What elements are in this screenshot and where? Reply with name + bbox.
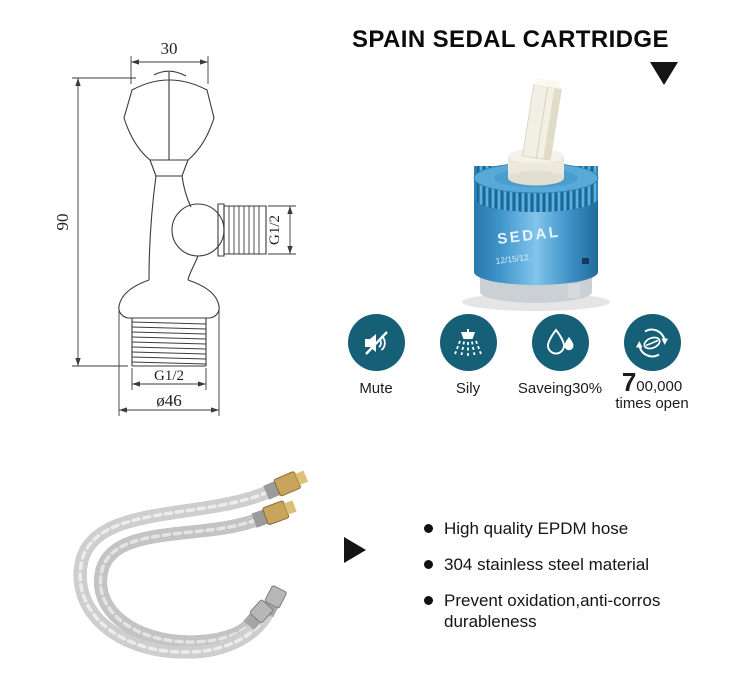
side-thread-label: G1/2 bbox=[267, 215, 283, 245]
bullet-item: 304 stainless steel material bbox=[424, 554, 714, 575]
feature-times-open: 700,000 times open bbox=[606, 314, 698, 412]
hoses-photo bbox=[73, 470, 309, 659]
mute-icon bbox=[365, 330, 388, 355]
dimension-labels: 30 90 G1/2 G1/2 ø46 bbox=[53, 39, 283, 410]
feature-label: Saveing30% bbox=[517, 380, 603, 397]
bullet-text: 304 stainless steel material bbox=[444, 555, 650, 574]
feature-icons-row: Mute Sily bbox=[330, 314, 698, 412]
bullet-item: High quality EPDM hose bbox=[424, 518, 714, 539]
triangle-right-icon bbox=[344, 537, 366, 563]
feature-icon-circle bbox=[439, 314, 497, 371]
faucet-outline bbox=[118, 70, 267, 367]
feature-icon-circle bbox=[347, 314, 405, 371]
times-open-rest: 00,000 bbox=[636, 378, 683, 395]
shower-icon bbox=[454, 328, 482, 356]
feature-sily: Sily bbox=[422, 314, 514, 412]
page-title: SPAIN SEDAL CARTRIDGE bbox=[352, 26, 669, 53]
feature-label: 700,000 times open bbox=[606, 369, 698, 412]
feature-icon-circle bbox=[531, 314, 589, 371]
bullet-dot bbox=[424, 596, 433, 605]
cartridge-photo: SEDAL 12/15/12. bbox=[462, 78, 610, 311]
triangle-down-icon bbox=[650, 62, 678, 85]
hose-1 bbox=[73, 485, 275, 659]
times-open-line2: times open bbox=[615, 395, 689, 412]
technical-drawing: 30 90 G1/2 G1/2 ø46 bbox=[53, 39, 296, 416]
dimension-lines bbox=[72, 56, 296, 416]
water-drops-icon bbox=[547, 327, 574, 354]
feature-icon-circle bbox=[623, 314, 681, 371]
bullet-dot bbox=[424, 560, 433, 569]
base-diameter-label: ø46 bbox=[156, 391, 182, 410]
hose-fittings bbox=[243, 470, 309, 631]
dim-top-width-label: 30 bbox=[161, 39, 178, 58]
rotation-icon bbox=[636, 328, 668, 357]
feature-mute: Mute bbox=[330, 314, 422, 412]
feature-label: Sily bbox=[455, 380, 481, 397]
bottom-thread-label: G1/2 bbox=[154, 368, 184, 384]
feature-saving: Saveing30% bbox=[514, 314, 606, 412]
cartridge-stamp-text: 12/15/12. bbox=[495, 252, 531, 266]
times-open-big-digit: 7 bbox=[621, 367, 637, 397]
bullet-text: High quality EPDM hose bbox=[444, 519, 629, 538]
hose-2 bbox=[94, 513, 263, 649]
bullet-text: Prevent oxidation,anti-corros durablenes… bbox=[444, 591, 661, 631]
feature-label: Mute bbox=[359, 380, 393, 397]
cartridge-stem bbox=[522, 78, 562, 161]
feature-bullet-list: High quality EPDM hose 304 stainless ste… bbox=[424, 518, 714, 647]
bullet-item: Prevent oxidation,anti-corros durablenes… bbox=[424, 590, 714, 632]
dim-height-label: 90 bbox=[53, 214, 72, 231]
bullet-dot bbox=[424, 524, 433, 533]
